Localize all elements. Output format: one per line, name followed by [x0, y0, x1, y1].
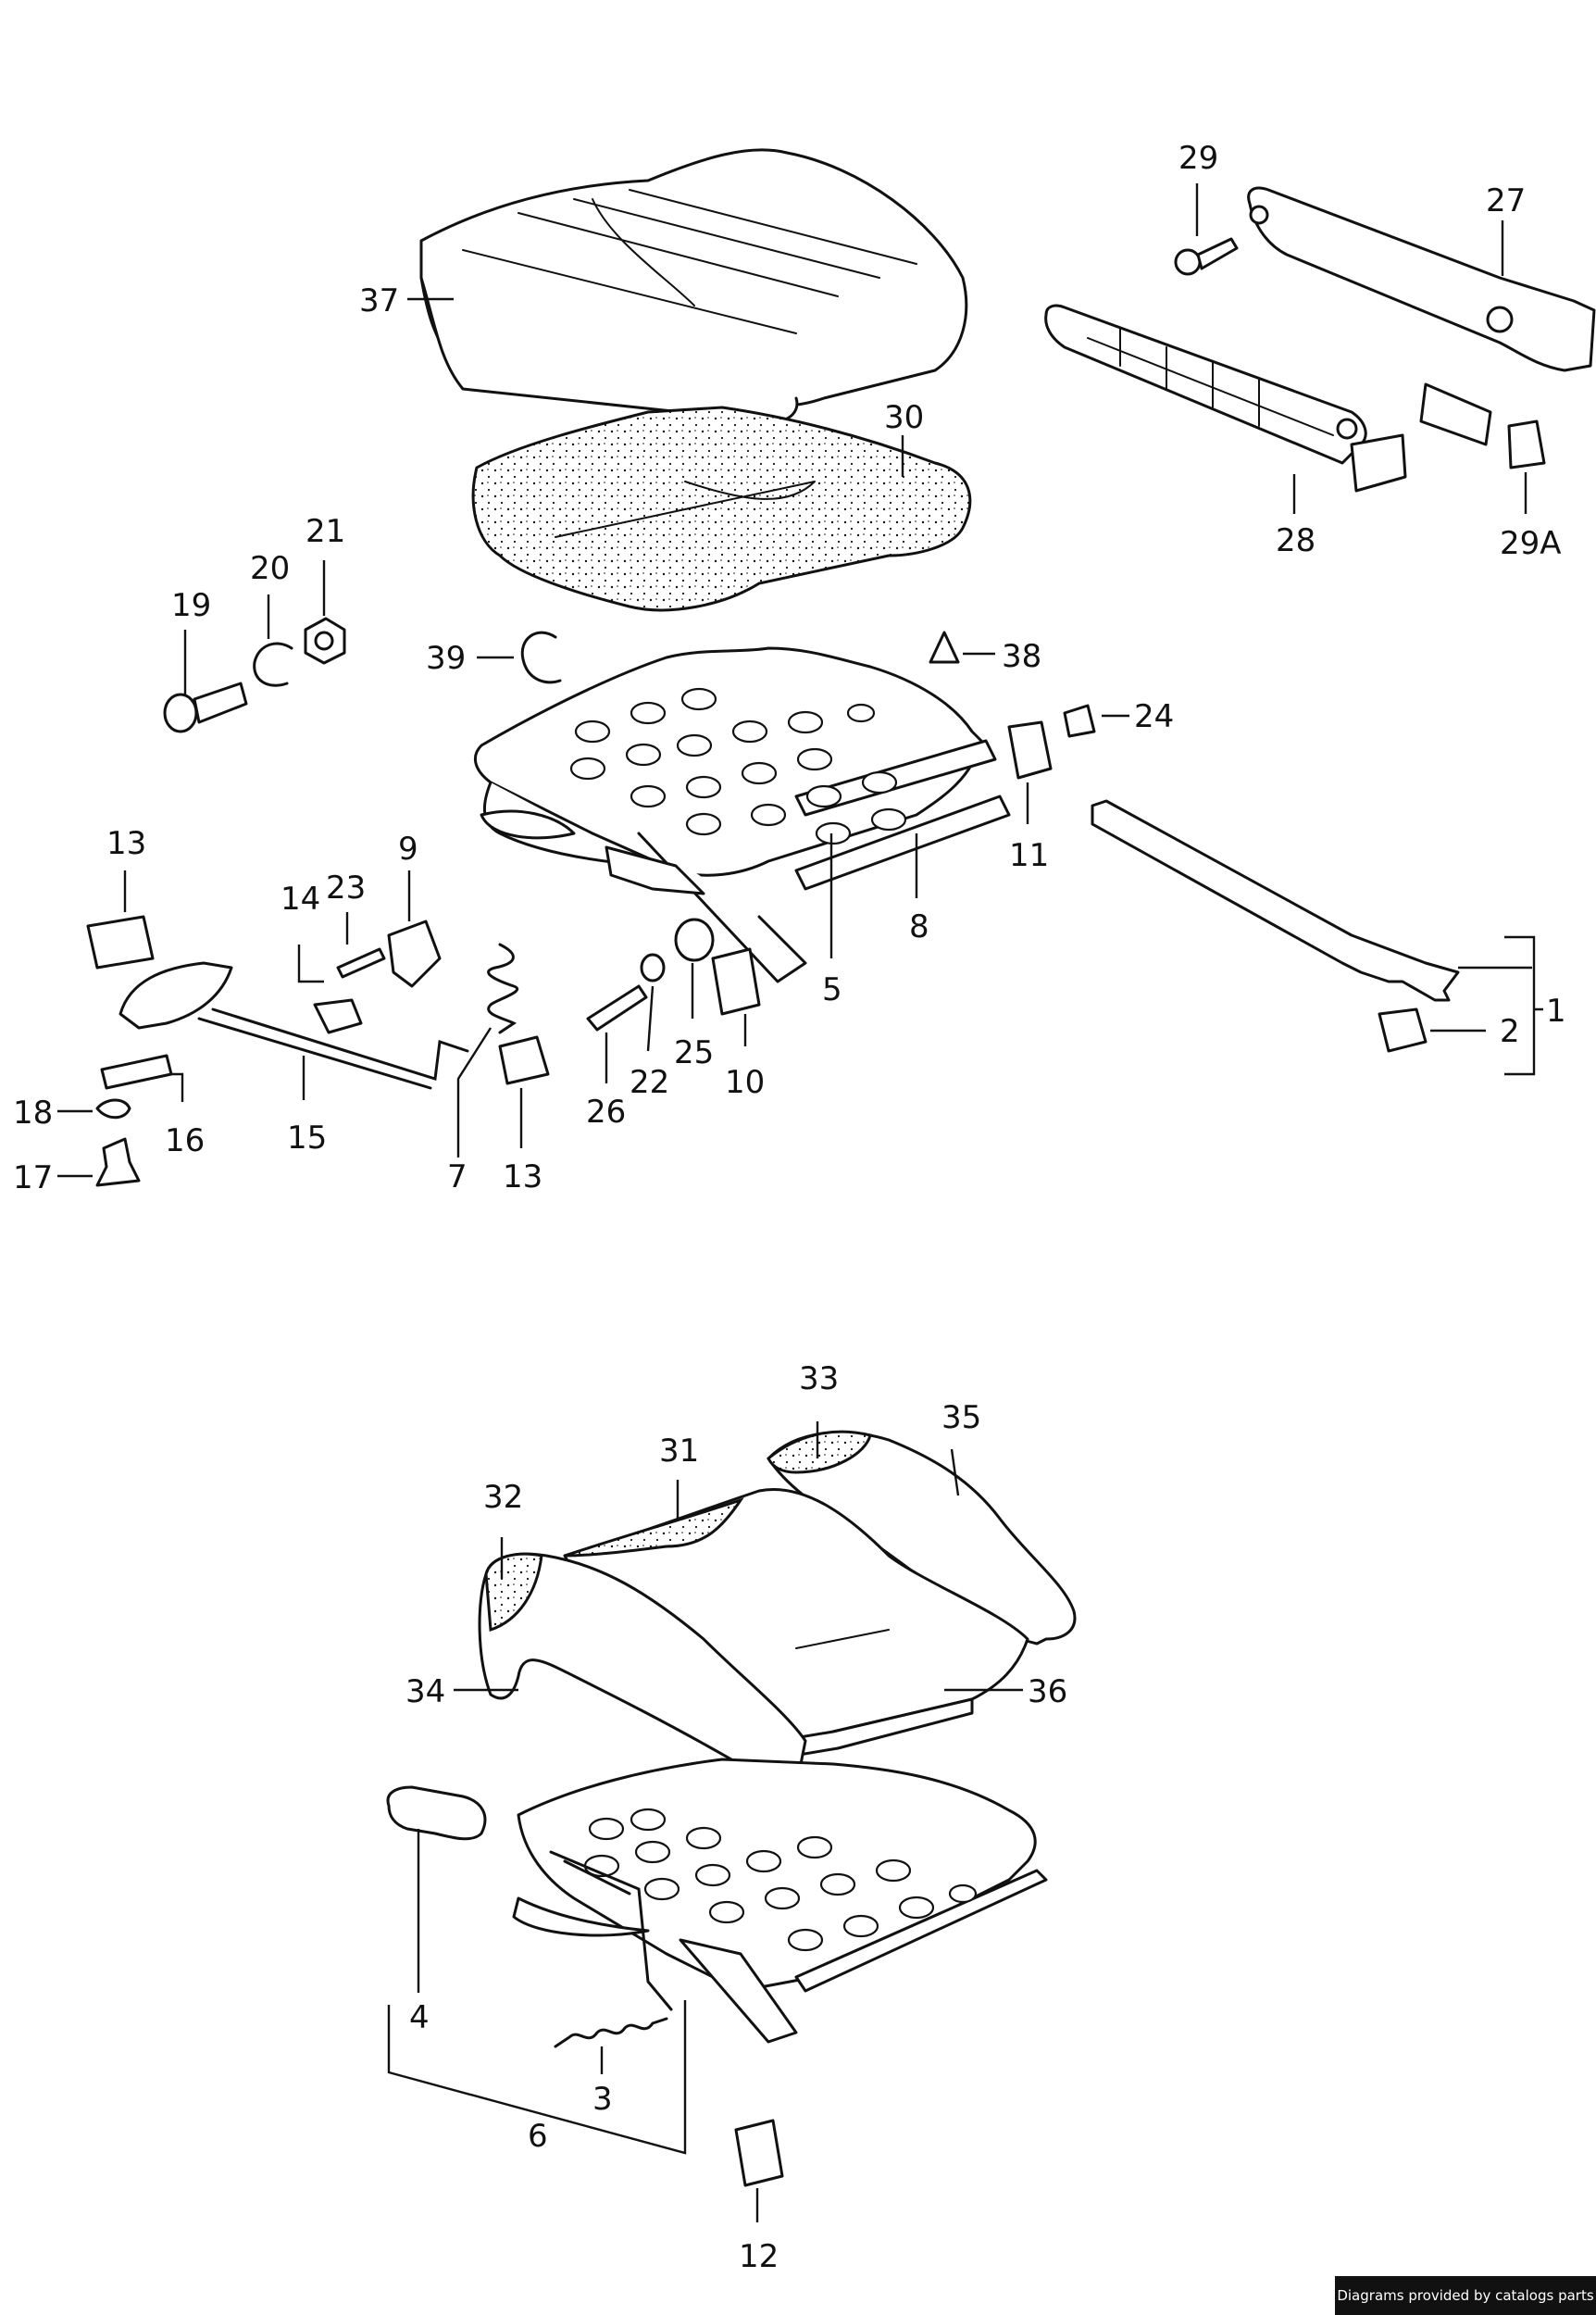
side-trim-1-part	[1091, 799, 1460, 1002]
callout-35: 35	[941, 1399, 981, 1436]
plug-17-part	[95, 1137, 141, 1187]
callout-14: 14	[281, 881, 320, 918]
callout-31: 31	[659, 1433, 699, 1470]
circlip-20-part	[253, 642, 293, 687]
callout-21: 21	[305, 513, 345, 550]
seat-pan-upper-part	[473, 646, 1011, 983]
seat-pan-lower-holes	[583, 1808, 978, 1952]
clip-12-part	[734, 2119, 784, 2187]
callout-4: 4	[409, 1999, 430, 2036]
bolster-32-34-part	[478, 1552, 807, 1776]
screw-23-part	[336, 947, 386, 979]
washer-18-part	[95, 1098, 131, 1120]
bracket-9-part	[387, 920, 442, 988]
callout-8: 8	[909, 908, 929, 945]
callout-15: 15	[287, 1120, 327, 1157]
callout-28: 28	[1276, 522, 1315, 559]
screw-29-part	[1174, 237, 1239, 276]
lever-14-part	[313, 998, 363, 1034]
callout-17: 17	[13, 1159, 53, 1196]
callout-13b: 13	[503, 1158, 542, 1195]
callout-6: 6	[528, 2118, 548, 2155]
callout-5: 5	[822, 971, 842, 1008]
callout-7: 7	[447, 1158, 468, 1195]
washer-22-part	[640, 953, 666, 982]
strap-16-part	[100, 1054, 173, 1090]
callout-19: 19	[171, 587, 211, 624]
callout-27: 27	[1486, 182, 1526, 219]
callout-32: 32	[483, 1479, 523, 1516]
callout-30: 30	[884, 399, 924, 436]
nut-21-part	[304, 617, 346, 665]
release-handle-15-part	[118, 961, 469, 1090]
callout-23: 23	[326, 870, 366, 907]
bracket-28-part	[1044, 304, 1407, 493]
spring-7-part	[487, 943, 518, 1034]
credit-badge: Diagrams provided by catalogs parts	[1335, 2276, 1596, 2315]
spring-3-part	[554, 2017, 668, 2048]
callout-2: 2	[1500, 1013, 1520, 1050]
handle-4-part	[386, 1785, 487, 1841]
seat-pan-holes	[569, 687, 907, 845]
callout-16: 16	[165, 1122, 205, 1159]
foam-pad-part	[471, 406, 972, 612]
callout-36: 36	[1028, 1673, 1067, 1710]
clip-2-part	[1378, 1007, 1428, 1053]
clip-38-part	[929, 631, 960, 664]
callout-10: 10	[725, 1064, 765, 1101]
seat-pan-lower-part	[512, 1758, 1048, 2044]
callout-22: 22	[630, 1064, 669, 1101]
callout-34: 34	[405, 1673, 445, 1710]
callout-24: 24	[1134, 698, 1174, 735]
clip-39-part	[520, 631, 562, 684]
clip-13a-part	[86, 915, 155, 970]
clip-29a-part	[1419, 382, 1546, 469]
callout-26: 26	[586, 1094, 626, 1131]
callout-9: 9	[398, 831, 418, 868]
callout-20: 20	[250, 550, 290, 587]
clip-24-part	[1063, 704, 1096, 738]
callout-39: 39	[426, 640, 466, 677]
clip-11-part	[1007, 720, 1053, 780]
callout-11: 11	[1009, 837, 1049, 874]
screw-26-part	[586, 984, 648, 1032]
grommet-25-part	[674, 918, 715, 962]
clip-13b-part	[498, 1035, 550, 1085]
center-section-31-36-part	[563, 1488, 1029, 1759]
trim-cover-27-part	[1247, 186, 1596, 372]
bolt-19-part	[163, 682, 248, 733]
callout-37: 37	[359, 282, 399, 319]
callout-29: 29	[1178, 140, 1218, 177]
callout-25: 25	[674, 1034, 714, 1071]
callout-12: 12	[739, 2238, 779, 2275]
clip-10-part	[711, 947, 761, 1016]
lever-rod-lower-part	[549, 1850, 673, 2011]
callout-3: 3	[592, 2081, 613, 2118]
callout-1: 1	[1546, 993, 1566, 1030]
callout-33: 33	[799, 1360, 839, 1397]
callout-13a: 13	[106, 825, 146, 862]
seat-cover-part	[419, 148, 968, 423]
callout-labels: 37 30 29 27 28 29A 19 20 21 39 38 24 11 …	[13, 140, 1566, 2275]
callout-18: 18	[13, 1095, 53, 1132]
callout-38: 38	[1002, 638, 1041, 675]
callout-29a: 29A	[1500, 525, 1562, 562]
leader-lines	[57, 183, 1543, 2222]
